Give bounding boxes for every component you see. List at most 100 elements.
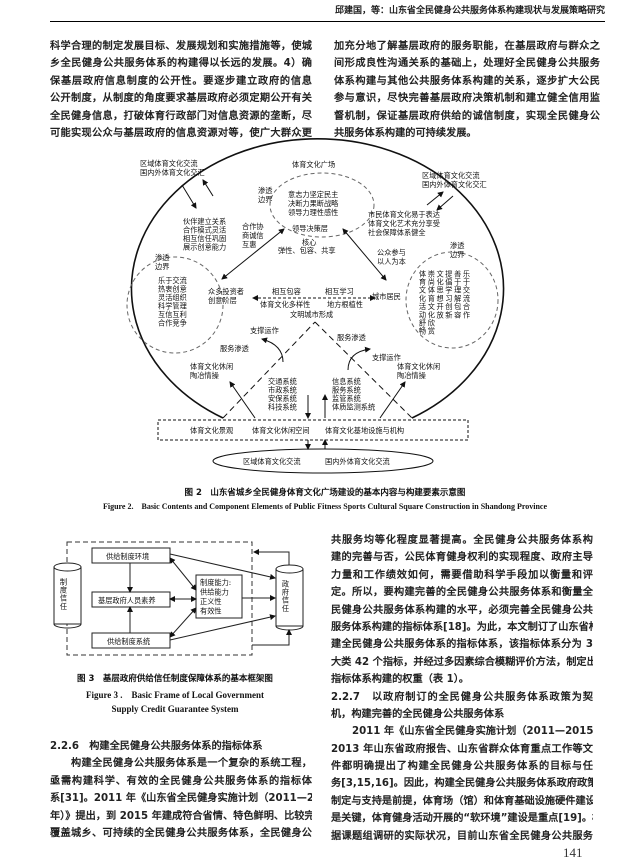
header-rule bbox=[50, 21, 605, 22]
exchange-label: 区域体育文化交流 bbox=[140, 159, 198, 168]
leisure-label: 体育文化休闲 bbox=[190, 362, 233, 371]
systems-left: 科技系统 bbox=[268, 403, 297, 412]
partner-traits: 合作模式灵活 bbox=[183, 226, 226, 235]
citizen-culture: 市民体育文化易于表达 bbox=[368, 210, 440, 219]
civilized-city: 文明城市形成 bbox=[290, 310, 333, 319]
text-line: 亟需构建科学、有效的全民健身公共服务体系的指标体 bbox=[50, 775, 312, 787]
leader-layer-label: 领导决策层 bbox=[292, 224, 328, 233]
systems-right: 信息系统 bbox=[332, 377, 361, 386]
mutual-learning: 相互学习 bbox=[325, 287, 354, 296]
systems-right: 服务系统 bbox=[332, 386, 361, 395]
systems-left: 交通系统 bbox=[268, 377, 297, 386]
boundary-label: 边界 bbox=[258, 195, 272, 204]
systems-left: 安保系统 bbox=[268, 394, 297, 403]
text-line: 机，构建完善的全民健身公共服务体系 bbox=[331, 708, 505, 720]
creative-dashed-circle bbox=[126, 256, 224, 354]
figure-2-caption: 图 2 山东省城乡全民健身体育文化广场建设的基本内容与构建要素示意图 bbox=[184, 488, 466, 498]
leisure-label: 体育文化休闲 bbox=[397, 362, 440, 371]
rooted-label: 地方根植性 bbox=[327, 300, 363, 309]
exchange-label: 国内外体育文化交汇 bbox=[422, 180, 487, 189]
text-line: 年）》提出，到 2015 年建成符合省情、特色鲜明、比较完整、 bbox=[50, 810, 312, 822]
exchange-label: 国内外体育文化交汇 bbox=[140, 168, 205, 177]
top-left-column: 科学合理的制定发展目标、发展规划和实施措施等，使城乡全民健身公共服务体系的构建得… bbox=[50, 38, 312, 142]
partner-traits: 展示创意能力 bbox=[183, 243, 226, 252]
investors-label: 众多投资者 bbox=[208, 287, 244, 296]
boundary-label: 渗透 bbox=[450, 241, 464, 250]
public-participation: 以人为本 bbox=[377, 257, 406, 266]
service-label: 服务渗透 bbox=[337, 333, 366, 342]
partner-traits: 伙伴建立关系 bbox=[183, 217, 226, 226]
resident-trait: 提倡学习创新 bbox=[445, 269, 454, 319]
government-trust-label: 政府信任 bbox=[282, 579, 291, 613]
bottom-exchange-ellipse bbox=[212, 448, 434, 474]
figure-3-caption-en-2: Supply Credit Guarantee System bbox=[111, 704, 239, 714]
leader-traits: 领导力理性感性 bbox=[288, 208, 338, 217]
text-line: 科学合理的制定发展目标、发展规划和实施措施等，使城 bbox=[50, 41, 312, 52]
section-2-2-6: 2.2.6 构建全民健身公共服务体系的指标体系 构建全民健身公共服务体系是一个复… bbox=[50, 738, 312, 842]
top-right-column: 加充分地了解基层政府的服务职能，在基层政府与群众之间形成良性沟通关系的基础上，处… bbox=[334, 38, 600, 142]
text-line: 2013 年山东省政府报告、山东省群众体育重点工作等文 bbox=[331, 743, 593, 755]
figure-2-diagram: 区域体育文化交流国内外体育文化交汇体育文化广场区域体育文化交流国内外体育文化交汇… bbox=[126, 138, 505, 474]
creative-traits: 乐于交流 bbox=[158, 276, 187, 285]
text-line: 公开制度，从制度的角度要求基层政府必须定期公开有关 bbox=[50, 93, 312, 105]
right-column: 共服务均等化程度显著提高。全民健身公共服务体系构建的完善与否，公民体育健身权利的… bbox=[331, 532, 593, 845]
creative-traits: 互信互利 bbox=[158, 310, 187, 319]
leisure-label: 陶冶情操 bbox=[397, 371, 426, 380]
section-heading: 2.2.6 构建全民健身公共服务体系的指标体系 bbox=[50, 741, 263, 752]
core-values: 弹性、包容、共享 bbox=[278, 246, 336, 255]
coop-label: 互惠 bbox=[242, 240, 256, 249]
base-item: 体育文化休闲空间 bbox=[252, 426, 310, 435]
bottom-exchange: 区域体育文化交流 bbox=[243, 457, 301, 466]
diversity-label: 体育文化多样性 bbox=[260, 300, 310, 309]
coop-label: 合作协 bbox=[242, 222, 264, 231]
boundary-label: 边界 bbox=[155, 262, 169, 271]
mutual-tolerance: 相互包容 bbox=[272, 287, 301, 296]
capacity-box: 供给能力 bbox=[200, 588, 229, 597]
text-line: 保基层政府信息制度的公开性。要逐步建立政府的信息 bbox=[50, 75, 312, 87]
coop-label: 商诚信 bbox=[242, 231, 264, 240]
investors-label: 创意阶层 bbox=[208, 296, 237, 305]
text-line: 参与意识，尽快完善基层政府决策机制和建立健全信用监 bbox=[334, 93, 600, 105]
capacity-box: 正义性 bbox=[200, 597, 222, 606]
running-header: 邱建国，等：山东省全民健身公共服务体系构建现状与发展策略研究 bbox=[334, 6, 605, 16]
figure-3-diagram: 制度信任政府信任供给制度环境基层政府人员素养供给制度系统制度能力:供给能力正义性… bbox=[53, 541, 304, 656]
plaza-label: 体育文化广场 bbox=[292, 160, 335, 169]
leisure-label: 陶冶情操 bbox=[190, 371, 219, 380]
leader-traits: 决断力果断战略 bbox=[288, 199, 339, 208]
figure-3-caption: 图 3 基层政府供给信任制度保障体系的基本框架图 bbox=[77, 674, 273, 684]
support-label: 支撑运作 bbox=[372, 353, 401, 362]
resident-trait: 崇尚体育文化欣赏 bbox=[427, 270, 436, 336]
text-line: 制定与支持是前提，体育场（馆）和体育基础设施硬件建设 bbox=[331, 795, 593, 807]
resident-trait: 善于理解包容 bbox=[454, 269, 463, 319]
capacity-box: 有效性 bbox=[200, 607, 222, 616]
text-line: 据课题组调研的实际状况，目前山东省全民健身公共服务 bbox=[331, 830, 593, 842]
boundary-label: 渗透 bbox=[258, 186, 272, 195]
supply-system-box: 供给制度系统 bbox=[107, 637, 150, 646]
resident-trait: 文化思想开放 bbox=[436, 269, 445, 319]
systems-right: 监管系统 bbox=[332, 394, 361, 403]
plaza-ellipse bbox=[130, 138, 505, 419]
text-line: 是关键，体育健身活动开展的“软环境”建设是重点[19]。根 bbox=[331, 813, 593, 825]
figure-3-caption-en-1: Figure 3 . Basic Frame of Local Governme… bbox=[85, 690, 265, 700]
support-label: 支撑运作 bbox=[250, 326, 279, 335]
base-item: 体育文化景观 bbox=[190, 426, 233, 435]
text-line: 全民健身信息，打破体育行政部门对信息资源的垄断，尽 bbox=[50, 110, 312, 122]
boundary-label: 渗透 bbox=[155, 253, 169, 262]
text-line: 构建全民健身公共服务体系是一个复杂的系统工程， bbox=[71, 758, 312, 770]
exchange-label: 区域体育文化交流 bbox=[422, 171, 480, 180]
text-line: 督机制，保证基层政府供给的诚信制度，实现全民健身公 bbox=[334, 110, 600, 122]
institutional-trust-cylinder bbox=[53, 562, 82, 629]
text-line: 民健身公共服务体系构建的水平，必须完善全民健身公共 bbox=[331, 604, 593, 616]
boundary-label: 边界 bbox=[450, 250, 464, 259]
text-line: 务[3,15,16]。因此，构建全民健身公共服务体系政府政策的 bbox=[331, 778, 593, 790]
citizen-culture: 体育文化艺术充分享受 bbox=[368, 219, 440, 228]
public-participation: 公众参与 bbox=[377, 248, 406, 257]
text-line: 加充分地了解基层政府的服务职能，在基层政府与群众之 bbox=[334, 41, 600, 52]
creative-traits: 合作竞争 bbox=[158, 319, 187, 328]
figure-2-caption-en: Figure 2. Basic Contents and Component E… bbox=[102, 502, 548, 511]
text-line: 2.2.7 以政府制订的全民健身公共服务体系政策为契 bbox=[331, 691, 593, 703]
text-line: 可能实现公众与基层政府的信息资源对等，使广大群众更 bbox=[50, 127, 312, 139]
systems-left: 市政系统 bbox=[268, 386, 297, 395]
service-label: 服务渗透 bbox=[220, 344, 249, 353]
